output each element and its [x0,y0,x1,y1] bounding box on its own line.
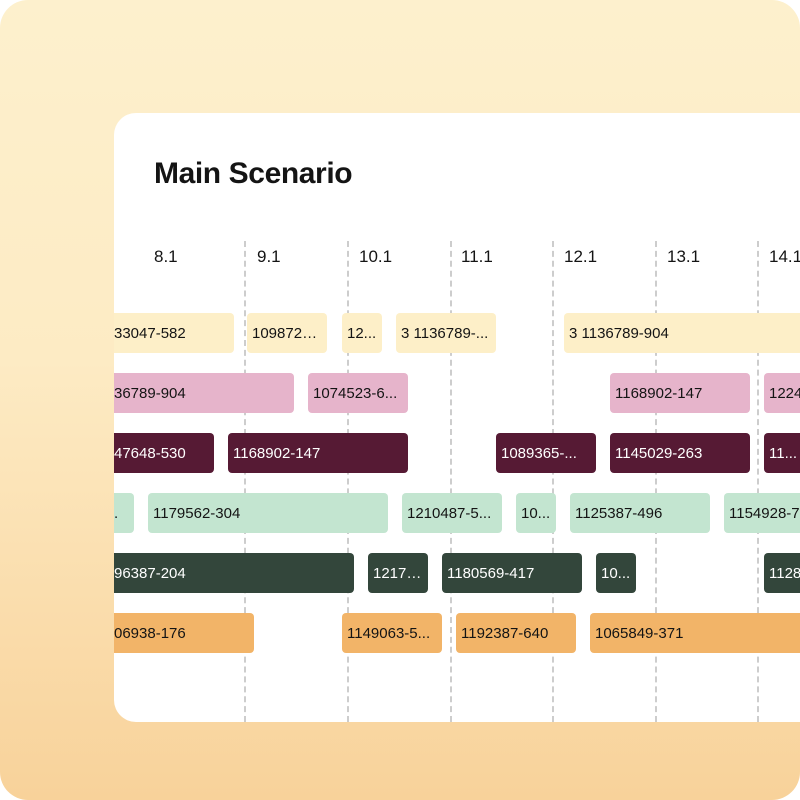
date-label: 11.1 [461,247,493,266]
schedule-bar[interactable]: 1065849-371 [590,613,800,653]
schedule-bar[interactable]: 1089365-... [496,433,596,473]
gridline [450,241,452,722]
date-label: 8.1 [154,247,178,266]
gridline [655,241,657,722]
schedule-bar[interactable]: 12178... [368,553,428,593]
schedule-bar[interactable]: 06938-176 [114,613,254,653]
schedule-bar[interactable]: 33047-582 [114,313,234,353]
schedule-bar[interactable]: 1154928-7 [724,493,800,533]
date-label: 10.1 [359,247,393,266]
schedule-bar[interactable]: 1224 [764,373,800,413]
schedule-bar[interactable]: 36789-904 [114,373,294,413]
date-label: 12.1 [564,247,598,266]
schedule-bar[interactable]: 1168902-147 [610,373,750,413]
gridline [244,241,246,722]
schedule-bar[interactable]: 1128 [764,553,800,593]
schedule-bar[interactable]: 12... [342,313,382,353]
schedule-bar[interactable]: 1168902-147 [228,433,408,473]
date-label: 9.1 [257,247,281,266]
schedule-bar[interactable]: 47648-530 [114,433,214,473]
schedule-bar[interactable]: 96387-204 [114,553,354,593]
schedule-bar[interactable]: 1149063-5... [342,613,442,653]
schedule-bar[interactable]: 11... [764,433,800,473]
schedule-bar[interactable]: 1125387-496 [570,493,710,533]
schedule-bar[interactable]: 10... [596,553,636,593]
gridline [552,241,554,722]
gridline [757,241,759,722]
schedule-bar[interactable]: 3 1136789-904 [564,313,800,353]
schedule-bar[interactable]: 3 1136789-... [396,313,496,353]
schedule-bar[interactable]: 1192387-640 [456,613,576,653]
schedule-bar[interactable]: 10... [516,493,556,533]
date-label: 13.1 [667,247,701,266]
date-label: 14.1 [769,247,800,266]
page-title: Main Scenario [154,157,353,190]
gridline [347,241,349,722]
schedule-bar[interactable]: . [114,493,134,533]
scenario-card: Main Scenario 8.1 9.1 10.1 11.1 12.1 13.… [114,113,800,722]
schedule-bar[interactable]: 1098721... [247,313,327,353]
schedule-bar[interactable]: 1145029-263 [610,433,750,473]
schedule-bar[interactable]: 1210487-5... [402,493,502,533]
schedule-bar[interactable]: 1074523-6... [308,373,408,413]
schedule-bar[interactable]: 1180569-417 [442,553,582,593]
schedule-bar[interactable]: 1179562-304 [148,493,388,533]
